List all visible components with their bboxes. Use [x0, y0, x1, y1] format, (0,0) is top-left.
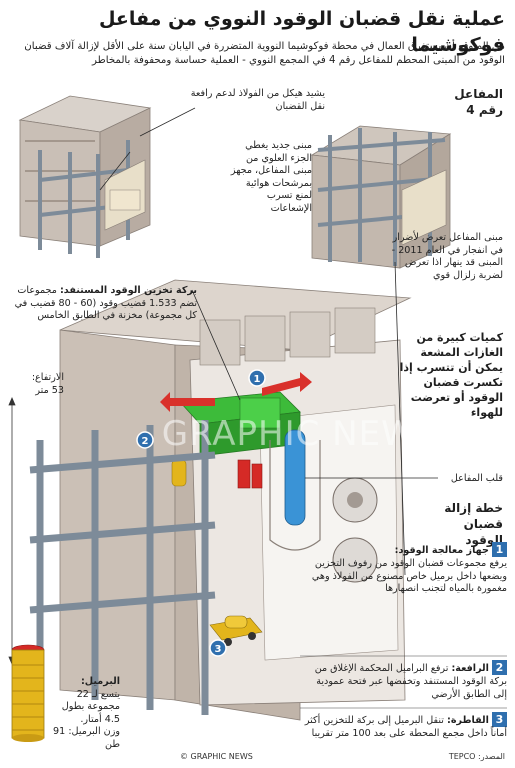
cask-illustration: [11, 644, 45, 742]
svg-text:1: 1: [254, 374, 261, 385]
step-3: 3 القاطرة: تنقل البرميل إلى بركة للتخزين…: [302, 712, 507, 741]
svg-text:2: 2: [142, 436, 149, 447]
height-label-block: الارتفاع: 53 متر: [14, 372, 64, 397]
height-label: الارتفاع:: [31, 372, 64, 383]
marker-3: 3: [209, 639, 227, 657]
step-3-text: تنقل البرميل إلى بركة للتخزين أكثر أمانا…: [304, 715, 507, 739]
cask-weight: وزن البرميل: 91 طن: [53, 726, 120, 750]
step-1: 1 جهاز معالجة الوقود: يرفع مجموعات قضبان…: [302, 542, 507, 596]
height-arrow: [8, 396, 16, 666]
step-2: 2 الرافعة: ترفع البراميل المحكمة الإغلاق…: [302, 660, 507, 701]
cask-capacity: يتسع لـ 22 مجموعة بطول 4.5 أمتار.: [61, 688, 120, 725]
plan-title: خطة إزالة قضبان الوقود: [444, 501, 503, 547]
marker-2: 2: [136, 431, 154, 449]
step-2-badge: 2: [492, 660, 507, 675]
step-1-title: جهاز معالجة الوقود:: [394, 545, 489, 556]
note-fuel-pool: بركة تخزين الوقود المستنفد: مجموعات تضم …: [1, 285, 197, 323]
source: المصدر: TEPCO: [448, 752, 505, 761]
note-new-building: مبنى جديد يغطي الجزء العلوي من مبنى المف…: [230, 140, 312, 214]
page-title: عملية نقل قضبان الوقود النووي من مفاعل ف…: [98, 8, 505, 56]
note-gas-warning: كميات كبيرة من الغازات المشعة يمكن أن تت…: [399, 331, 503, 419]
step-3-title: القاطرة:: [447, 715, 489, 726]
reactor-number-label: المفاعل رقم 4: [454, 87, 503, 117]
marker-1: 1: [248, 369, 266, 387]
height-value: 53 متر: [35, 384, 64, 396]
cask-title: البرميل:: [80, 676, 120, 687]
damaged-building-drawing: [310, 125, 452, 269]
cask-info: البرميل: يتسع لـ 22 مجموعة بطول 4.5 أمتا…: [50, 676, 120, 751]
svg-text:3: 3: [215, 644, 222, 655]
note-damaged-building: مبنى المفاعل تعرض لأضرار في انفجار في ال…: [391, 232, 503, 281]
pool-title: بركة تخزين الوقود المستنفد:: [59, 285, 197, 296]
step-1-badge: 1: [492, 542, 507, 557]
reactor-cutaway-drawing: [29, 279, 412, 721]
step-2-title: الرافعة:: [451, 663, 489, 674]
subtitle: من المتوقع أن يستغرق العمال في محطة فوكو…: [24, 41, 505, 66]
note-steel-frame: يشيد هيكل من الفولاذ لدعم رافعة نقل القض…: [190, 88, 325, 112]
step-2-text: ترفع البراميل المحكمة الإغلاق من بركة ال…: [314, 663, 507, 700]
note-reactor-core: قلب المفاعل: [450, 473, 503, 484]
pool-text: مجموعات تضم 1.533 قضيب وقود (60 - 80 قضي…: [14, 285, 197, 321]
step-3-badge: 3: [492, 712, 507, 727]
watermark: GRAPHIC NEWS: [162, 414, 439, 454]
step-1-text: يرفع مجموعات قضبان الوقود من رفوف التخزي…: [311, 557, 507, 595]
new-building-drawing: [18, 95, 152, 258]
credit: © GRAPHIC NEWS: [180, 752, 253, 761]
